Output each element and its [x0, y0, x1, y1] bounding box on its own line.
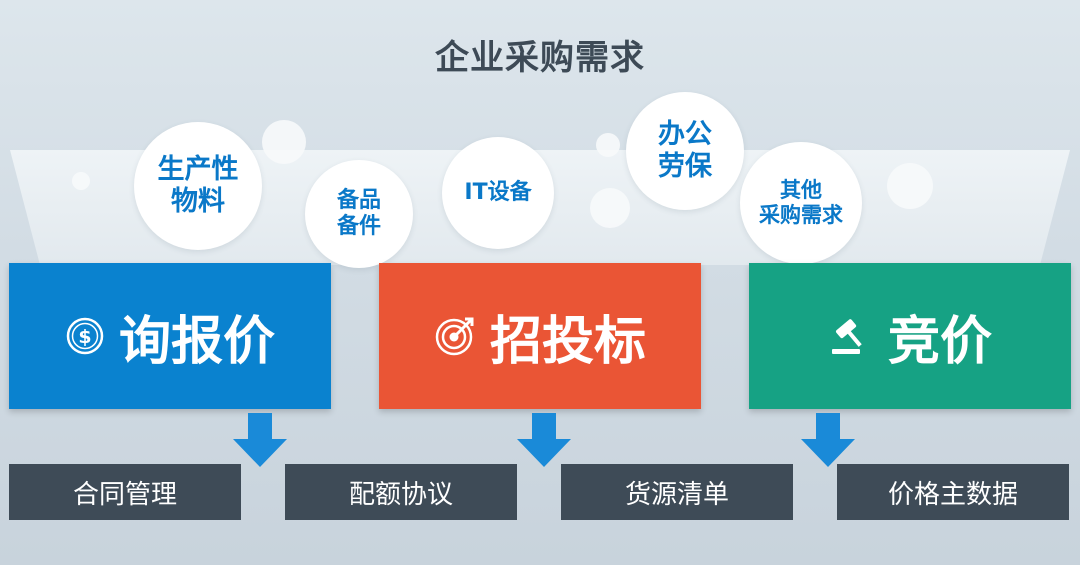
bubble-line: 劳保 [658, 151, 712, 182]
bubble-production-materials: 生产性物料 [134, 122, 262, 250]
bubble-line: 采购需求 [759, 203, 843, 227]
method-label: 竞价 [887, 311, 992, 372]
bubble-office-labor: 办公劳保 [626, 92, 744, 210]
bubble-spare-parts: 备品备件 [305, 160, 413, 268]
outcome-source-list: 货源清单 [561, 464, 793, 520]
bubble-other-demand: 其他采购需求 [740, 142, 862, 264]
bubble-line: 物料 [171, 186, 225, 217]
method-auction: 竞价 [749, 263, 1071, 409]
decor-circle [262, 120, 306, 164]
method-label: 招投标 [489, 311, 646, 372]
outcome-label: 价格主数据 [887, 479, 1018, 510]
outcome-label: 货源清单 [624, 479, 729, 510]
target-icon [434, 315, 476, 357]
bubble-line: 生产性 [157, 154, 239, 186]
bubble-line: IT设备 [464, 180, 532, 206]
gavel-icon [828, 315, 874, 357]
down-arrow-icon [233, 413, 287, 467]
page-title: 企业采购需求 [435, 38, 645, 78]
bubble-line: 备件 [336, 214, 381, 239]
decor-circle [72, 172, 90, 190]
svg-text:$: $ [78, 326, 91, 348]
down-arrow-icon [517, 413, 571, 467]
bubble-line: 办公 [658, 119, 712, 151]
bubble-line: 其他 [780, 178, 822, 203]
outcome-label: 合同管理 [72, 479, 177, 510]
decor-circle [590, 188, 630, 228]
outcome-label: 配额协议 [348, 479, 453, 510]
decor-circle [887, 163, 933, 209]
bubble-line: 备品 [336, 188, 381, 214]
method-inquiry-quote: $ 询报价 [9, 263, 331, 409]
decor-circle [596, 133, 620, 157]
dollar-coin-icon: $ [65, 316, 105, 356]
outcome-quota-agreement: 配额协议 [285, 464, 517, 520]
outcome-contract-management: 合同管理 [9, 464, 241, 520]
method-label: 询报价 [118, 311, 275, 372]
bubble-it-equipment: IT设备 [442, 137, 554, 249]
outcome-price-master-data: 价格主数据 [837, 464, 1069, 520]
down-arrow-icon [801, 413, 855, 467]
method-bidding: 招投标 [379, 263, 701, 409]
